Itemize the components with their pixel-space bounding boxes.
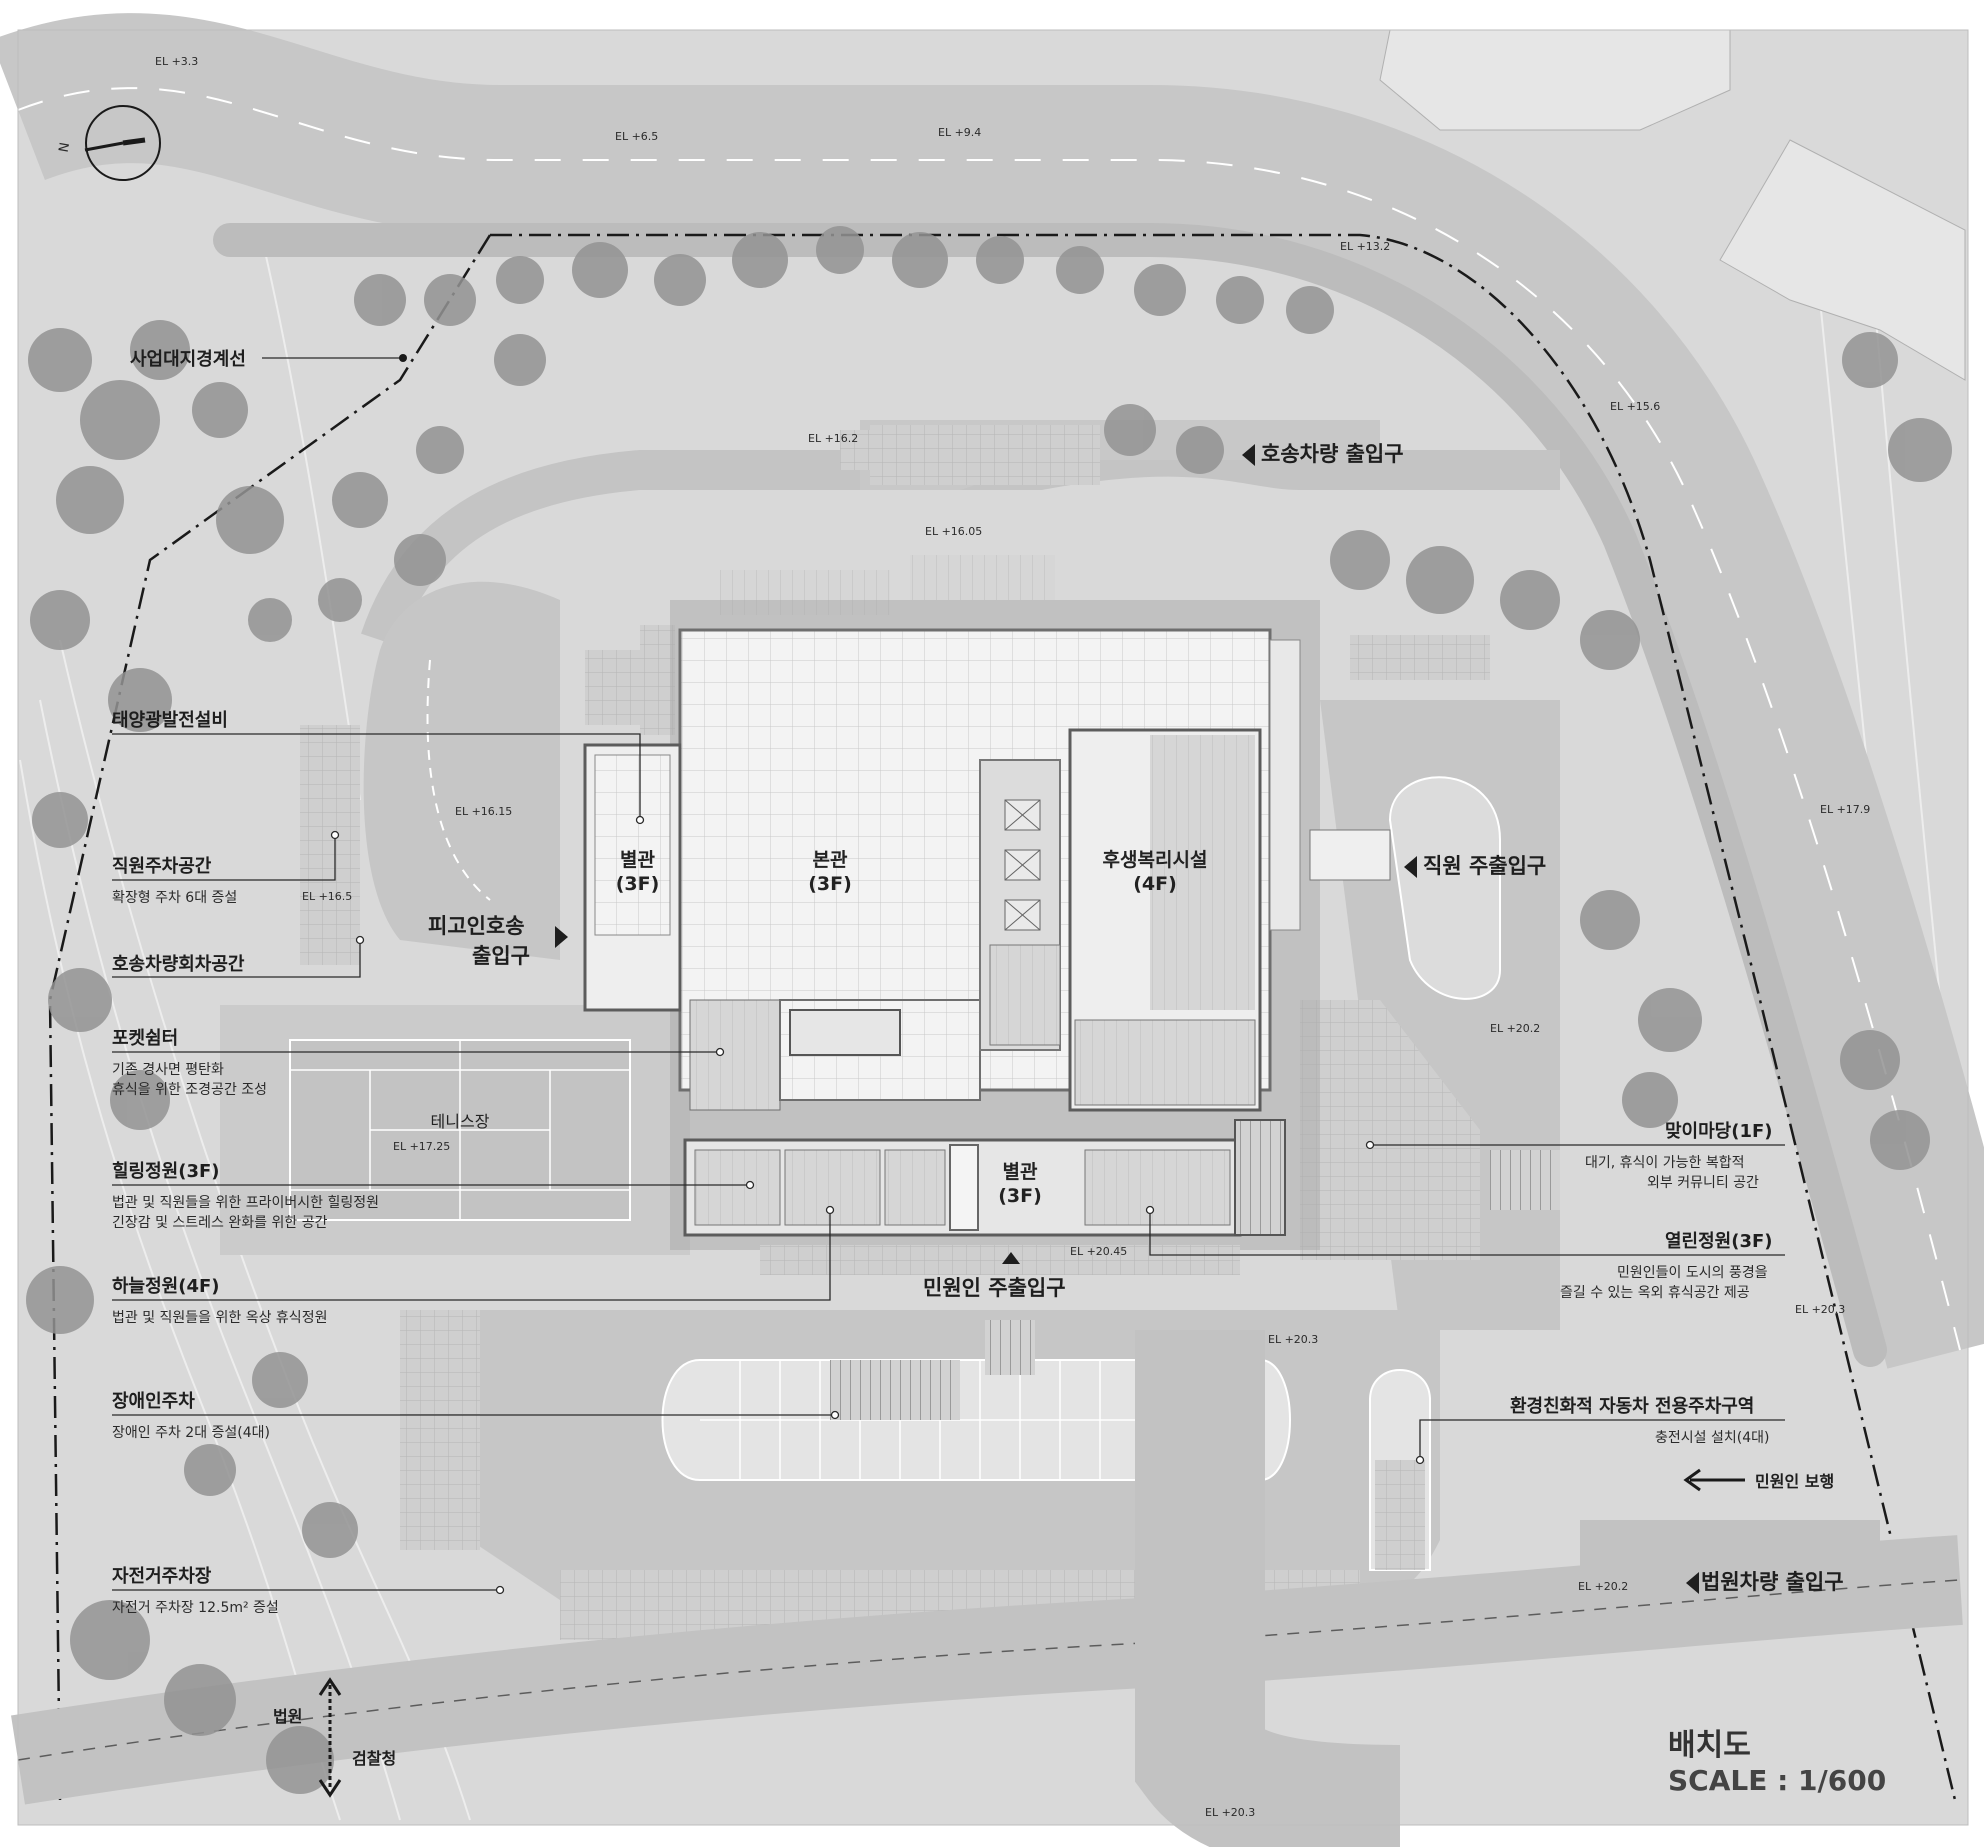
entrance-arrow-icon [1404, 856, 1417, 878]
site-boundary [48, 233, 1957, 1801]
sky-garden-desc: 법관 및 직원들을 위한 옥상 휴식정원 [112, 1310, 328, 1326]
elevation-label: EL +16.15 [455, 805, 513, 818]
elevation-label: EL +20.2 [1490, 1022, 1541, 1035]
entrance-arrow-icon [1686, 1572, 1699, 1594]
civil-walk-label: 민원인 보행 [1755, 1472, 1835, 1491]
healing-garden-label: 힐링정원(3F) [112, 1161, 220, 1182]
accessible-stalls [830, 1360, 960, 1420]
plaza-paving [1300, 1000, 1480, 1260]
bike-parking [400, 1310, 480, 1550]
elevation-label: EL +9.4 [938, 126, 982, 139]
elevation-label: EL +17.9 [1820, 803, 1871, 816]
ev-parking [1375, 1460, 1425, 1570]
crosswalk [1490, 1150, 1560, 1210]
elevation-label: EL +16.2 [808, 432, 859, 445]
civil-entrance-arrow-icon [1002, 1252, 1020, 1264]
front-plaza [760, 1245, 1240, 1275]
welcome-yard-desc-2: 외부 커뮤니티 공간 [1647, 1175, 1759, 1191]
elevation-label: EL +3.3 [155, 55, 199, 68]
healing-garden-desc-1: 법관 및 직원들을 위한 프라이버시한 힐링정원 [112, 1195, 379, 1211]
lower-road-line [17, 1579, 1961, 1761]
staff-parking-label: 직원주차공간 [112, 856, 212, 877]
road-centerline [17, 87, 1961, 1351]
annex-south-label: 별관 (3F) [998, 1161, 1042, 1207]
elevation-label: EL +20.3 [1268, 1333, 1319, 1346]
pocket-rest-desc-2: 휴식을 위한 조경공간 조성 [112, 1082, 268, 1098]
site-boundary-label: 사업대지경계선 [130, 349, 246, 370]
staff-parking-desc: 확장형 주차 6대 증설 [112, 890, 238, 906]
staff-parking [300, 725, 360, 965]
defendant-escort-entrance-line2: 출입구 [472, 944, 530, 968]
annex-west-label: 별관 (3F) [615, 849, 660, 895]
elevation-label: EL +13.2 [1340, 240, 1391, 253]
drawing-title: 배치도 [1668, 1728, 1751, 1763]
main-building-label: 본관 (3F) [808, 849, 852, 895]
drawing-scale: SCALE : 1/600 [1668, 1764, 1887, 1797]
bike-parking-desc: 자전거 주차장 12.5m² 증설 [112, 1600, 279, 1616]
solar-label: 태양광발전설비 [112, 710, 228, 731]
welcome-yard-label: 맞이마당(1F) [1665, 1121, 1773, 1142]
escort-turnaround-label: 호송차량회차공간 [112, 954, 245, 975]
sky-garden-label: 하늘정원(4F) [112, 1276, 220, 1297]
elevation-label: EL +20.3 [1795, 1303, 1846, 1316]
trees [26, 226, 1952, 1794]
sidewalk [213, 223, 1887, 1367]
pocket-rest-desc-1: 기존 경사면 평탄화 [112, 1062, 224, 1078]
pocket-rest-label: 포켓쉼터 [112, 1028, 179, 1049]
turnaround-area [363, 581, 560, 960]
tennis-court-label: 테니스장 [430, 1112, 490, 1131]
court-vehicle-entrance: 법원차량 출입구 [1686, 1566, 1844, 1596]
leader-dots [330, 815, 1425, 1595]
elevation-label: EL +17.25 [393, 1140, 451, 1153]
staff-main-entrance: 직원 주출입구 [1404, 850, 1546, 880]
elevation-label: EL +16.5 [302, 890, 353, 903]
defendant-escort-entrance-line1: 피고인호송 [428, 914, 525, 938]
civil-main-entrance: 민원인 주출입구 [923, 1276, 1066, 1300]
accessible-parking-desc: 장애인 주차 2대 증설(4대) [112, 1425, 271, 1441]
open-garden-desc-2: 즐길 수 있는 옥외 휴식공간 제공 [1560, 1285, 1750, 1301]
elevation-label: EL +20.45 [1070, 1245, 1128, 1258]
accessible-parking-label: 장애인주차 [112, 1391, 195, 1412]
open-garden-desc-1: 민원인들이 도시의 풍경을 [1617, 1265, 1768, 1281]
court-direction-label: 법원 [273, 1707, 303, 1726]
entrance-arrow-icon [1242, 444, 1255, 466]
neighbor-building-2 [1719, 139, 1966, 381]
elevation-label: EL +16.05 [925, 525, 983, 538]
bike-parking-label: 자전거주차장 [112, 1566, 212, 1587]
staff-island [1388, 776, 1501, 1000]
welcome-yard-desc-1: 대기, 휴식이 가능한 복합적 [1585, 1155, 1745, 1171]
open-garden-label: 열린정원(3F) [1665, 1231, 1773, 1252]
healing-garden-desc-2: 긴장감 및 스트레스 완화를 위한 공간 [112, 1215, 328, 1231]
elevation-label: EL +15.6 [1610, 400, 1661, 413]
elevation-label: EL +20.3 [1205, 1806, 1256, 1819]
leader-lines [112, 357, 1785, 1591]
escort-vehicle-entrance: 호송차량 출입구 [1242, 438, 1404, 468]
ev-parking-desc: 충전시설 설치(4대) [1655, 1430, 1770, 1446]
north-arrow [84, 105, 161, 181]
prosecution-direction-label: 검찰청 [352, 1749, 397, 1768]
ev-parking-label: 환경친화적 자동차 전용주차구역 [1510, 1396, 1755, 1417]
defendant-entrance-arrow-icon [555, 924, 568, 948]
elevation-label: EL +20.2 [1578, 1580, 1629, 1593]
elevation-label: EL +6.5 [615, 130, 659, 143]
welfare-building-label: 후생복리시설 (4F) [1102, 849, 1208, 895]
